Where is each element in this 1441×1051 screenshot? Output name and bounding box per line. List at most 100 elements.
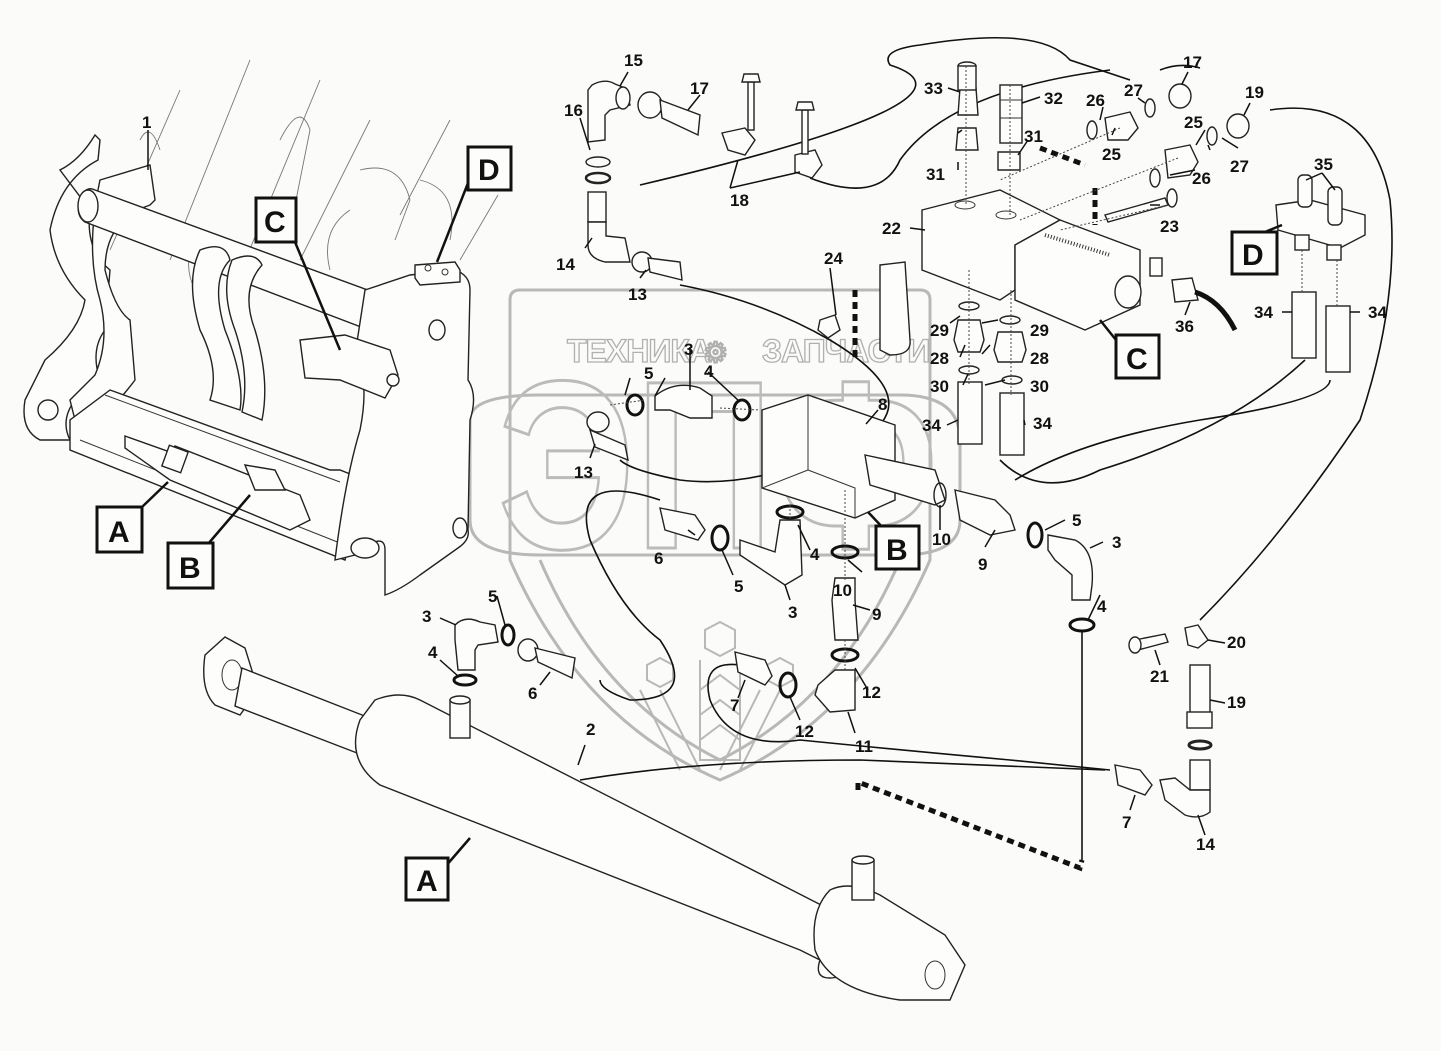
oring-4-lower — [452, 673, 478, 687]
callout: 6 — [528, 684, 537, 703]
adapter-31-right — [997, 151, 1021, 171]
hose-nut-19-top — [1226, 113, 1250, 139]
oring-5-mid — [710, 524, 730, 552]
oring-5-top — [625, 393, 645, 417]
coupling-32 — [999, 84, 1023, 144]
frame-bolt-hole — [452, 517, 468, 539]
hose-nut-17-right — [1168, 83, 1192, 109]
callout: 29 — [930, 321, 949, 340]
frame-middle-bracket-2 — [225, 255, 266, 421]
callout: 14 — [1196, 835, 1215, 854]
callout-numbers: 1 2 15 16 17 18 14 13 33 32 31 31 26 27 … — [142, 51, 1387, 854]
hose-nut-19-lower — [1186, 711, 1213, 729]
callout: 33 — [924, 79, 943, 98]
callout: 24 — [824, 249, 843, 268]
bolt-18-b — [801, 109, 809, 155]
callout: 25 — [1184, 113, 1203, 132]
hose-end-6-lower — [534, 647, 576, 680]
callout: 7 — [1122, 813, 1131, 832]
seal-ring-16 — [584, 171, 612, 185]
callout: 30 — [1030, 377, 1049, 396]
elbow-3-right — [1047, 534, 1094, 601]
callout: 10 — [833, 581, 852, 600]
callout: 35 — [1314, 155, 1333, 174]
elbow-14-lower — [1159, 777, 1211, 818]
callout: 6 — [654, 549, 663, 568]
callout: 25 — [1102, 145, 1121, 164]
callout: 1 — [142, 113, 151, 132]
callout: 13 — [628, 285, 647, 304]
hose-end-6-mid — [659, 507, 706, 541]
mounting-bracket — [879, 261, 911, 356]
callout: 5 — [488, 587, 497, 606]
callout: 23 — [1160, 217, 1179, 236]
ref-letter: C — [264, 206, 286, 239]
oring-4-right — [1068, 617, 1096, 633]
ref-letter: A — [416, 865, 438, 898]
frame-top-tube-end — [77, 189, 99, 223]
callout: 27 — [1124, 81, 1143, 100]
valve-block-22 — [817, 61, 1250, 872]
cylinder-port-head-side — [851, 859, 875, 901]
callout: 4 — [810, 545, 820, 564]
ref-letter: D — [478, 154, 500, 187]
hose-end-34-d-left — [1291, 291, 1317, 359]
callout: 34 — [1368, 303, 1387, 322]
connector-socket — [1149, 257, 1163, 277]
watermark-gear-icon: ⚙ — [703, 337, 727, 368]
hose-end-34-d-right — [1325, 305, 1351, 373]
callout: 9 — [978, 555, 987, 574]
coupler-frame — [23, 133, 475, 596]
callout: 5 — [644, 364, 653, 383]
threaded-adapter — [587, 191, 607, 223]
callout: 30 — [930, 377, 949, 396]
hose-nut-13 — [586, 411, 610, 433]
callout: 5 — [734, 577, 743, 596]
oring-26-a — [1086, 120, 1098, 140]
hose-nut-17 — [637, 91, 663, 119]
callout: 13 — [574, 463, 593, 482]
clamp-18-b — [794, 149, 823, 179]
frame-middle-bracket — [191, 246, 242, 411]
middle-fitting-group — [586, 384, 1096, 713]
adapter-25-a — [1104, 111, 1139, 141]
watermark-text-left: ТЕХНИКА — [567, 333, 712, 369]
ref-box-d-manifold: D — [1230, 230, 1279, 276]
callout: 34 — [1033, 414, 1052, 433]
plug-33 — [957, 87, 979, 116]
ref-box-a-cylinder: A — [404, 856, 450, 902]
ref-letter: A — [108, 516, 130, 549]
callout: 19 — [1227, 693, 1246, 712]
connector-36 — [1171, 277, 1199, 303]
callout: 34 — [1254, 303, 1273, 322]
hose-end-34-left — [957, 381, 983, 445]
hose-end-7-lower — [1114, 764, 1153, 796]
lower-left-fitting-group — [452, 618, 576, 687]
cylinder-end-cap — [813, 885, 966, 1001]
callout: 4 — [428, 643, 438, 662]
callout: 4 — [1097, 597, 1107, 616]
nut-24 — [817, 314, 841, 339]
callout: 36 — [1175, 317, 1194, 336]
callout: 34 — [922, 416, 941, 435]
callout: 20 — [1227, 633, 1246, 652]
leader-lines — [141, 71, 1360, 868]
main-cylinder — [203, 636, 966, 1001]
callout: 14 — [556, 255, 575, 274]
frame-pin-boss — [37, 399, 59, 421]
pipe-35-a — [1297, 174, 1313, 208]
manifold-block — [1275, 199, 1366, 249]
oring-16 — [585, 156, 611, 168]
oring-26-b — [1149, 168, 1161, 188]
callout: 28 — [1030, 349, 1049, 368]
callout: 31 — [1024, 127, 1043, 146]
frame-bolt-hole — [428, 319, 446, 341]
pipe-35-b — [1327, 186, 1343, 226]
oring-27-b — [1206, 126, 1218, 146]
callout: 27 — [1230, 157, 1249, 176]
ref-box-c-frame: C — [254, 196, 298, 244]
hose-end-7-mid — [734, 651, 773, 686]
frame-d-block — [414, 261, 461, 286]
frame-pin-boss — [350, 537, 380, 559]
callout: 17 — [1183, 53, 1202, 72]
